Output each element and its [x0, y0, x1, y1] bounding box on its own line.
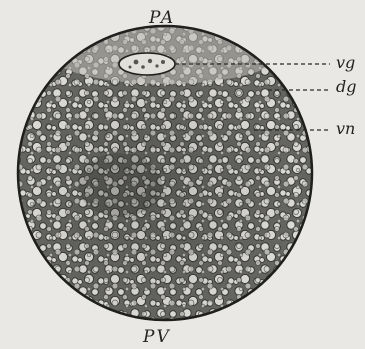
label-dg: dg: [336, 77, 356, 96]
label-vg: vg: [336, 53, 355, 72]
label-vn: vn: [336, 119, 355, 138]
label-animal-pole: PA: [148, 8, 175, 28]
germinal-vesicle: [119, 53, 175, 75]
label-vegetal-pole: PV: [142, 327, 171, 347]
